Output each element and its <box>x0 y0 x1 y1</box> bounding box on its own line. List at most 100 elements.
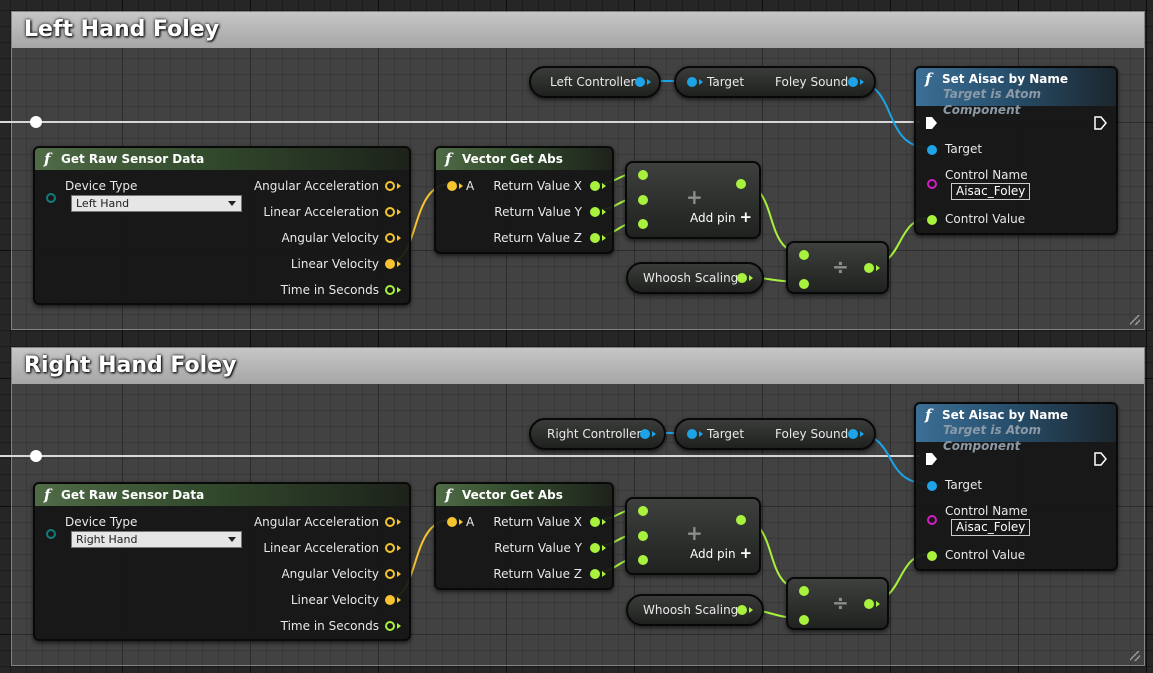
right-set-aisac-node[interactable]: f Set Aisac by Name Target is Atom Compo… <box>914 402 1118 571</box>
right-set-target-pin[interactable] <box>927 481 937 491</box>
left-sensor-node[interactable]: f Get Raw Sensor Data Device Type Left H… <box>33 146 411 305</box>
resize-grip-right[interactable] <box>1130 651 1140 661</box>
right-add-output-pin[interactable] <box>736 515 746 525</box>
right-foley-target-pin[interactable] <box>687 429 697 439</box>
left-whoosh-scaling-node[interactable]: Whoosh Scaling <box>626 262 764 294</box>
left-whoosh-output-pin[interactable] <box>737 273 747 283</box>
right-out-linear-accel-label: Linear Acceleration <box>263 541 379 555</box>
right-device-type-pin[interactable] <box>46 529 56 539</box>
left-device-type-dropdown[interactable]: Left Hand <box>71 195 242 212</box>
left-add-input-a-pin[interactable] <box>638 170 648 180</box>
right-out-linear-vel-pin[interactable] <box>385 595 395 605</box>
right-control-name-input[interactable]: Aisac_Foley <box>951 519 1031 536</box>
right-divide-input-a-pin[interactable] <box>799 586 809 596</box>
left-divide-input-b-pin[interactable] <box>799 279 809 289</box>
left-sensor-header[interactable]: f Get Raw Sensor Data <box>35 148 409 170</box>
left-set-aisac-node[interactable]: f Set Aisac by Name Target is Atom Compo… <box>914 66 1118 235</box>
left-divide-output-pin[interactable] <box>864 263 874 273</box>
left-control-name-input[interactable]: Aisac_Foley <box>951 183 1031 200</box>
left-controller-node[interactable]: Left Controller <box>529 66 661 98</box>
left-add-node[interactable]: + Add pin + <box>625 161 761 239</box>
right-abs-z-pin[interactable] <box>590 569 600 579</box>
right-out-angular-vel-pin[interactable] <box>385 569 395 579</box>
left-abs-node[interactable]: f Vector Get Abs A Return Value X Return… <box>434 146 614 254</box>
left-foley-output-pin[interactable] <box>848 77 858 87</box>
resize-grip-left[interactable] <box>1130 315 1140 325</box>
left-add-output-pin[interactable] <box>736 179 746 189</box>
left-controller-label: Left Controller <box>550 75 636 89</box>
right-divide-node[interactable]: ÷ <box>786 577 889 630</box>
left-abs-title: Vector Get Abs <box>462 152 563 166</box>
right-device-type-value: Right Hand <box>76 533 138 546</box>
reroute-knot-left[interactable] <box>30 116 42 128</box>
right-add-input-b-pin[interactable] <box>638 531 648 541</box>
right-out-angular-accel-pin[interactable] <box>385 517 395 527</box>
right-set-aisac-subtitle: Target is Atom Component <box>943 423 1041 453</box>
right-sensor-header[interactable]: f Get Raw Sensor Data <box>35 484 409 506</box>
left-out-linear-accel-pin[interactable] <box>385 207 395 217</box>
right-divide-input-b-pin[interactable] <box>799 615 809 625</box>
comment-title-left[interactable]: Left Hand Foley <box>12 12 1144 48</box>
left-controller-output-pin[interactable] <box>635 77 645 87</box>
right-add-pin-button[interactable]: Add pin + <box>690 544 752 562</box>
exec-output-icon[interactable] <box>1094 452 1107 466</box>
right-set-aisac-header[interactable]: f Set Aisac by Name Target is Atom Compo… <box>916 404 1116 453</box>
left-out-linear-vel-pin[interactable] <box>385 259 395 269</box>
left-divide-node[interactable]: ÷ <box>786 241 889 294</box>
right-foley-sound-node[interactable]: Target Foley Sound <box>674 418 876 450</box>
right-abs-header[interactable]: f Vector Get Abs <box>436 484 612 506</box>
right-add-input-a-pin[interactable] <box>638 506 648 516</box>
left-add-pin-button[interactable]: Add pin + <box>690 208 752 226</box>
left-add-input-b-pin[interactable] <box>638 195 648 205</box>
right-device-type-dropdown[interactable]: Right Hand <box>71 531 242 548</box>
exec-input-icon[interactable] <box>925 116 938 130</box>
left-control-name-pin[interactable] <box>927 179 937 189</box>
right-abs-y-pin[interactable] <box>590 543 600 553</box>
right-whoosh-output-pin[interactable] <box>737 605 747 615</box>
exec-output-icon[interactable] <box>1094 116 1107 130</box>
right-foley-output-pin[interactable] <box>848 429 858 439</box>
left-set-aisac-subtitle: Target is Atom Component <box>943 87 1041 117</box>
left-out-angular-accel-pin[interactable] <box>385 181 395 191</box>
left-abs-input-pin[interactable] <box>447 181 457 191</box>
comment-title-right[interactable]: Right Hand Foley <box>12 348 1144 384</box>
left-foley-target-pin[interactable] <box>687 77 697 87</box>
left-abs-x-pin[interactable] <box>590 181 600 191</box>
left-abs-z-pin[interactable] <box>590 233 600 243</box>
exec-input-icon[interactable] <box>925 452 938 466</box>
right-control-name-pin[interactable] <box>927 515 937 525</box>
left-add-input-c-pin[interactable] <box>638 219 648 229</box>
right-sensor-node[interactable]: f Get Raw Sensor Data Device Type Right … <box>33 482 411 641</box>
right-add-symbol: + <box>686 521 703 545</box>
right-abs-x-pin[interactable] <box>590 517 600 527</box>
right-whoosh-scaling-node[interactable]: Whoosh Scaling <box>626 594 764 626</box>
function-icon: f <box>44 486 51 504</box>
left-out-angular-vel-pin[interactable] <box>385 233 395 243</box>
right-control-value-pin[interactable] <box>927 551 937 561</box>
function-icon: f <box>925 406 932 424</box>
right-divide-output-pin[interactable] <box>864 599 874 609</box>
reroute-knot-right[interactable] <box>30 450 42 462</box>
pin-arrow-icon <box>459 183 463 189</box>
left-divide-input-a-pin[interactable] <box>799 250 809 260</box>
left-device-type-pin[interactable] <box>46 193 56 203</box>
right-controller-output-pin[interactable] <box>640 429 650 439</box>
right-abs-input-pin[interactable] <box>447 517 457 527</box>
left-divide-symbol: ÷ <box>832 255 849 279</box>
left-out-linear-accel-label: Linear Acceleration <box>263 205 379 219</box>
right-add-input-c-pin[interactable] <box>638 555 648 565</box>
left-set-aisac-header[interactable]: f Set Aisac by Name Target is Atom Compo… <box>916 68 1116 117</box>
right-out-time-pin[interactable] <box>385 621 395 631</box>
left-out-time-pin[interactable] <box>385 285 395 295</box>
right-controller-node[interactable]: Right Controller <box>529 418 666 450</box>
right-control-name-label: Control Name <box>945 504 1028 518</box>
left-control-value-pin[interactable] <box>927 215 937 225</box>
left-foley-sound-node[interactable]: Target Foley Sound <box>674 66 876 98</box>
left-out-angular-vel-label: Angular Velocity <box>281 231 379 245</box>
right-out-linear-accel-pin[interactable] <box>385 543 395 553</box>
left-abs-header[interactable]: f Vector Get Abs <box>436 148 612 170</box>
right-add-node[interactable]: + Add pin + <box>625 497 761 575</box>
left-abs-y-pin[interactable] <box>590 207 600 217</box>
left-set-target-pin[interactable] <box>927 145 937 155</box>
right-abs-node[interactable]: f Vector Get Abs A Return Value X Return… <box>434 482 614 590</box>
